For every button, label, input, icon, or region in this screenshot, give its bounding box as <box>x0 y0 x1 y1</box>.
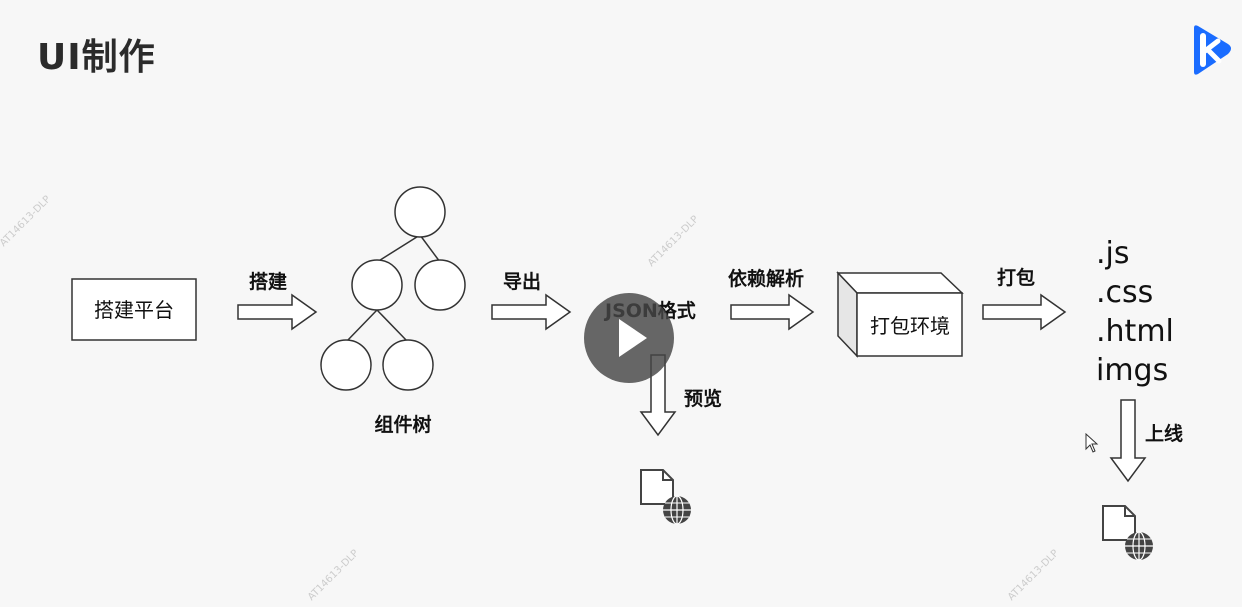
arrow-dependency-label: 依赖解析 <box>728 267 804 290</box>
output-file-imgs: imgs <box>1096 353 1169 388</box>
web-file-icon <box>1102 505 1153 561</box>
brand-logo-icon <box>1194 25 1231 75</box>
tree-node <box>382 339 434 391</box>
arrow-online-label: 上线 <box>1145 422 1183 445</box>
output-file-css: .css <box>1096 275 1154 310</box>
tree-node-root <box>394 186 446 238</box>
web-file-icon <box>640 469 691 525</box>
component-tree-label: 组件树 <box>374 413 431 436</box>
output-file-js: .js <box>1096 236 1130 271</box>
output-files-list: .js .css .html imgs <box>1096 234 1174 390</box>
page-title: UI制作 <box>37 37 156 78</box>
platform-box <box>71 278 197 341</box>
arrow-package-label: 打包 <box>997 266 1035 289</box>
tree-node <box>320 339 372 391</box>
tree-node <box>414 259 466 311</box>
play-button[interactable] <box>584 293 674 383</box>
arrow-online <box>1109 399 1147 483</box>
output-file-html: .html <box>1096 314 1174 349</box>
platform-box-label: 搭建平台 <box>94 298 174 322</box>
arrow-build-label: 搭建 <box>249 270 287 293</box>
arrow-package <box>982 293 1067 331</box>
component-tree <box>320 186 466 391</box>
package-env-box <box>836 271 964 358</box>
tree-node <box>351 259 403 311</box>
mouse-cursor-icon <box>1085 433 1099 453</box>
package-env-label: 打包环境 <box>870 314 950 338</box>
arrow-dependency <box>730 293 815 331</box>
arrow-export-label: 导出 <box>503 270 541 293</box>
arrow-preview-label: 预览 <box>684 387 722 410</box>
arrow-build <box>237 293 318 331</box>
arrow-export <box>491 293 572 331</box>
